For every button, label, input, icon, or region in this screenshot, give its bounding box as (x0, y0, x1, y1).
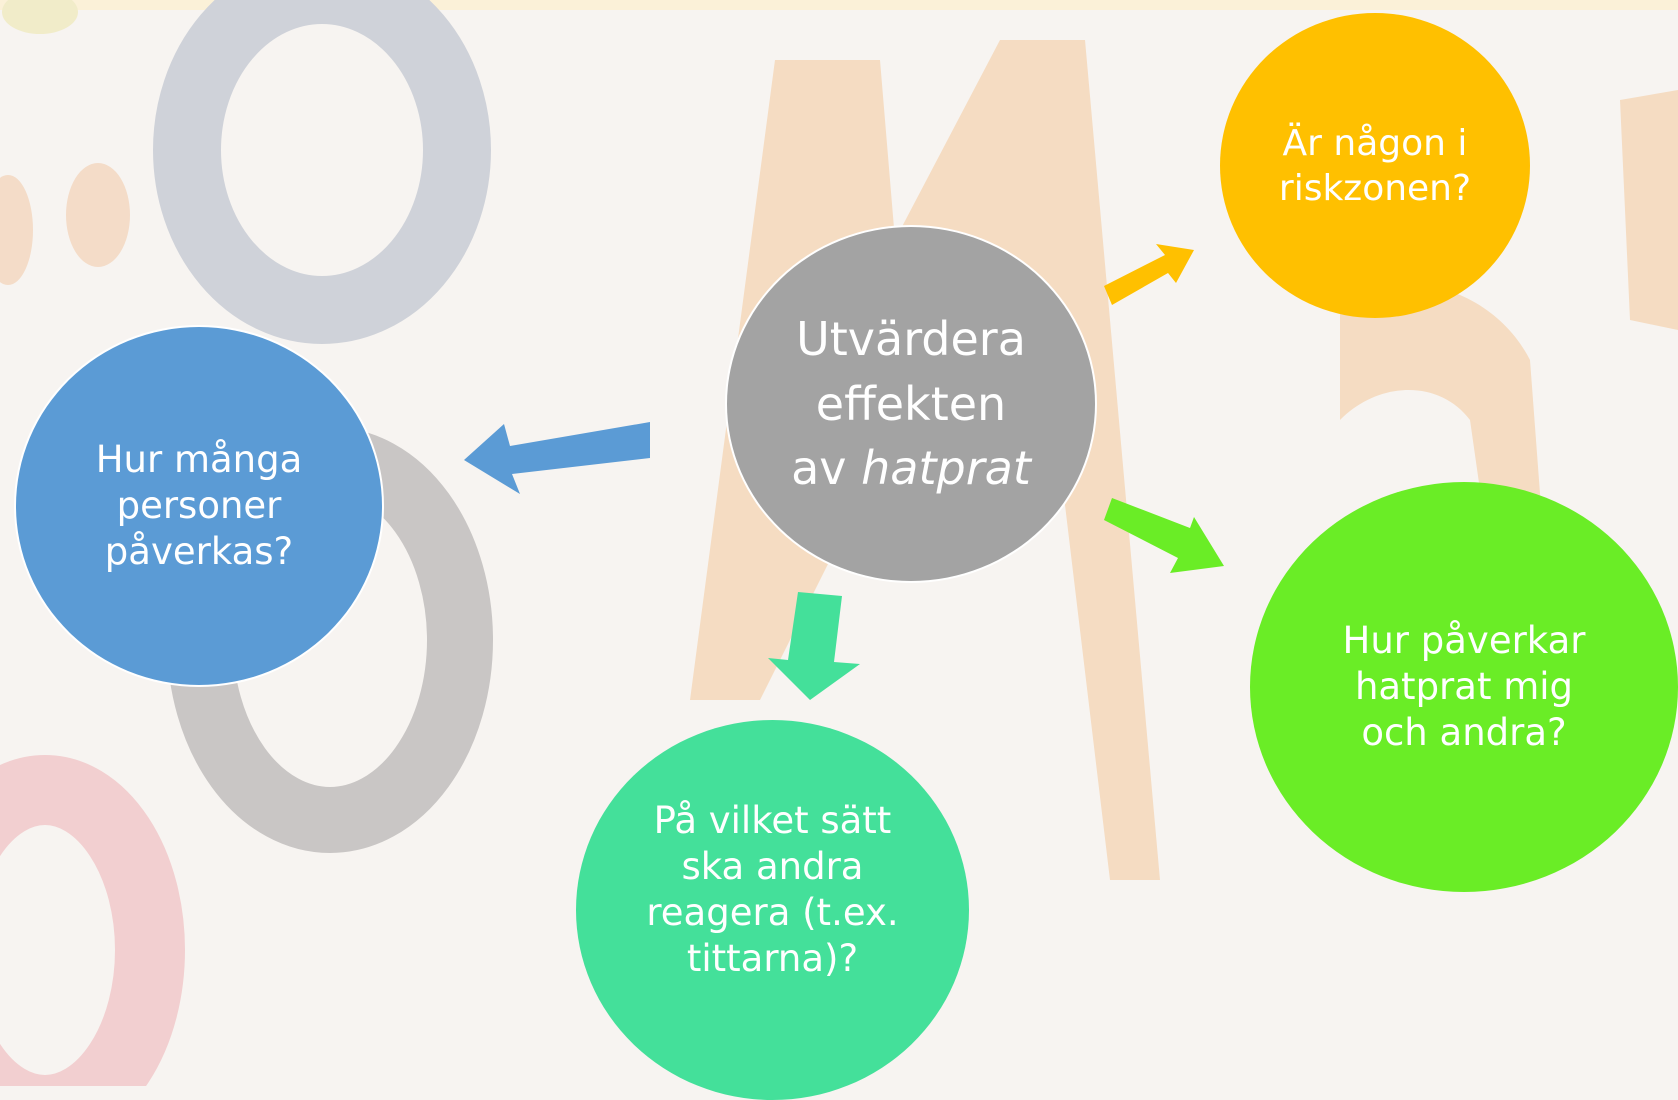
node-right-line-1: Hur påverkar (1343, 618, 1586, 664)
node-left: Hur många personer påverkas? (14, 325, 384, 687)
center-line-2: effekten (791, 372, 1031, 436)
node-right-line-2: hatprat mig (1343, 664, 1586, 710)
node-left-line-1: Hur många (96, 437, 303, 483)
center-line-1: Utvärdera (791, 307, 1031, 371)
arrow-left (464, 422, 650, 494)
center-node: Utvärdera effekten av hatprat (725, 225, 1097, 583)
arrow-bottom (768, 592, 860, 700)
node-top-right-line-1: Är någon i (1279, 121, 1471, 166)
node-bottom-line-1: På vilket sätt (646, 798, 898, 844)
node-bottom: På vilket sätt ska andra reagera (t.ex. … (576, 720, 969, 1100)
arrow-top-right (1104, 244, 1194, 305)
node-left-line-3: påverkas? (96, 529, 303, 575)
center-line-3-prefix: av (791, 441, 861, 495)
node-bottom-line-3: reagera (t.ex. (646, 890, 898, 936)
node-top-right-line-2: riskzonen? (1279, 166, 1471, 211)
node-right: Hur påverkar hatprat mig och andra? (1250, 482, 1678, 892)
node-bottom-line-4: tittarna)? (646, 936, 898, 982)
node-right-line-3: och andra? (1343, 710, 1586, 756)
center-line-3: av hatprat (791, 436, 1031, 500)
arrow-right (1104, 498, 1224, 573)
node-bottom-line-2: ska andra (646, 844, 898, 890)
node-left-line-2: personer (96, 483, 303, 529)
center-line-3-emphasis: hatprat (861, 441, 1031, 495)
node-top-right: Är någon i riskzonen? (1220, 13, 1530, 318)
